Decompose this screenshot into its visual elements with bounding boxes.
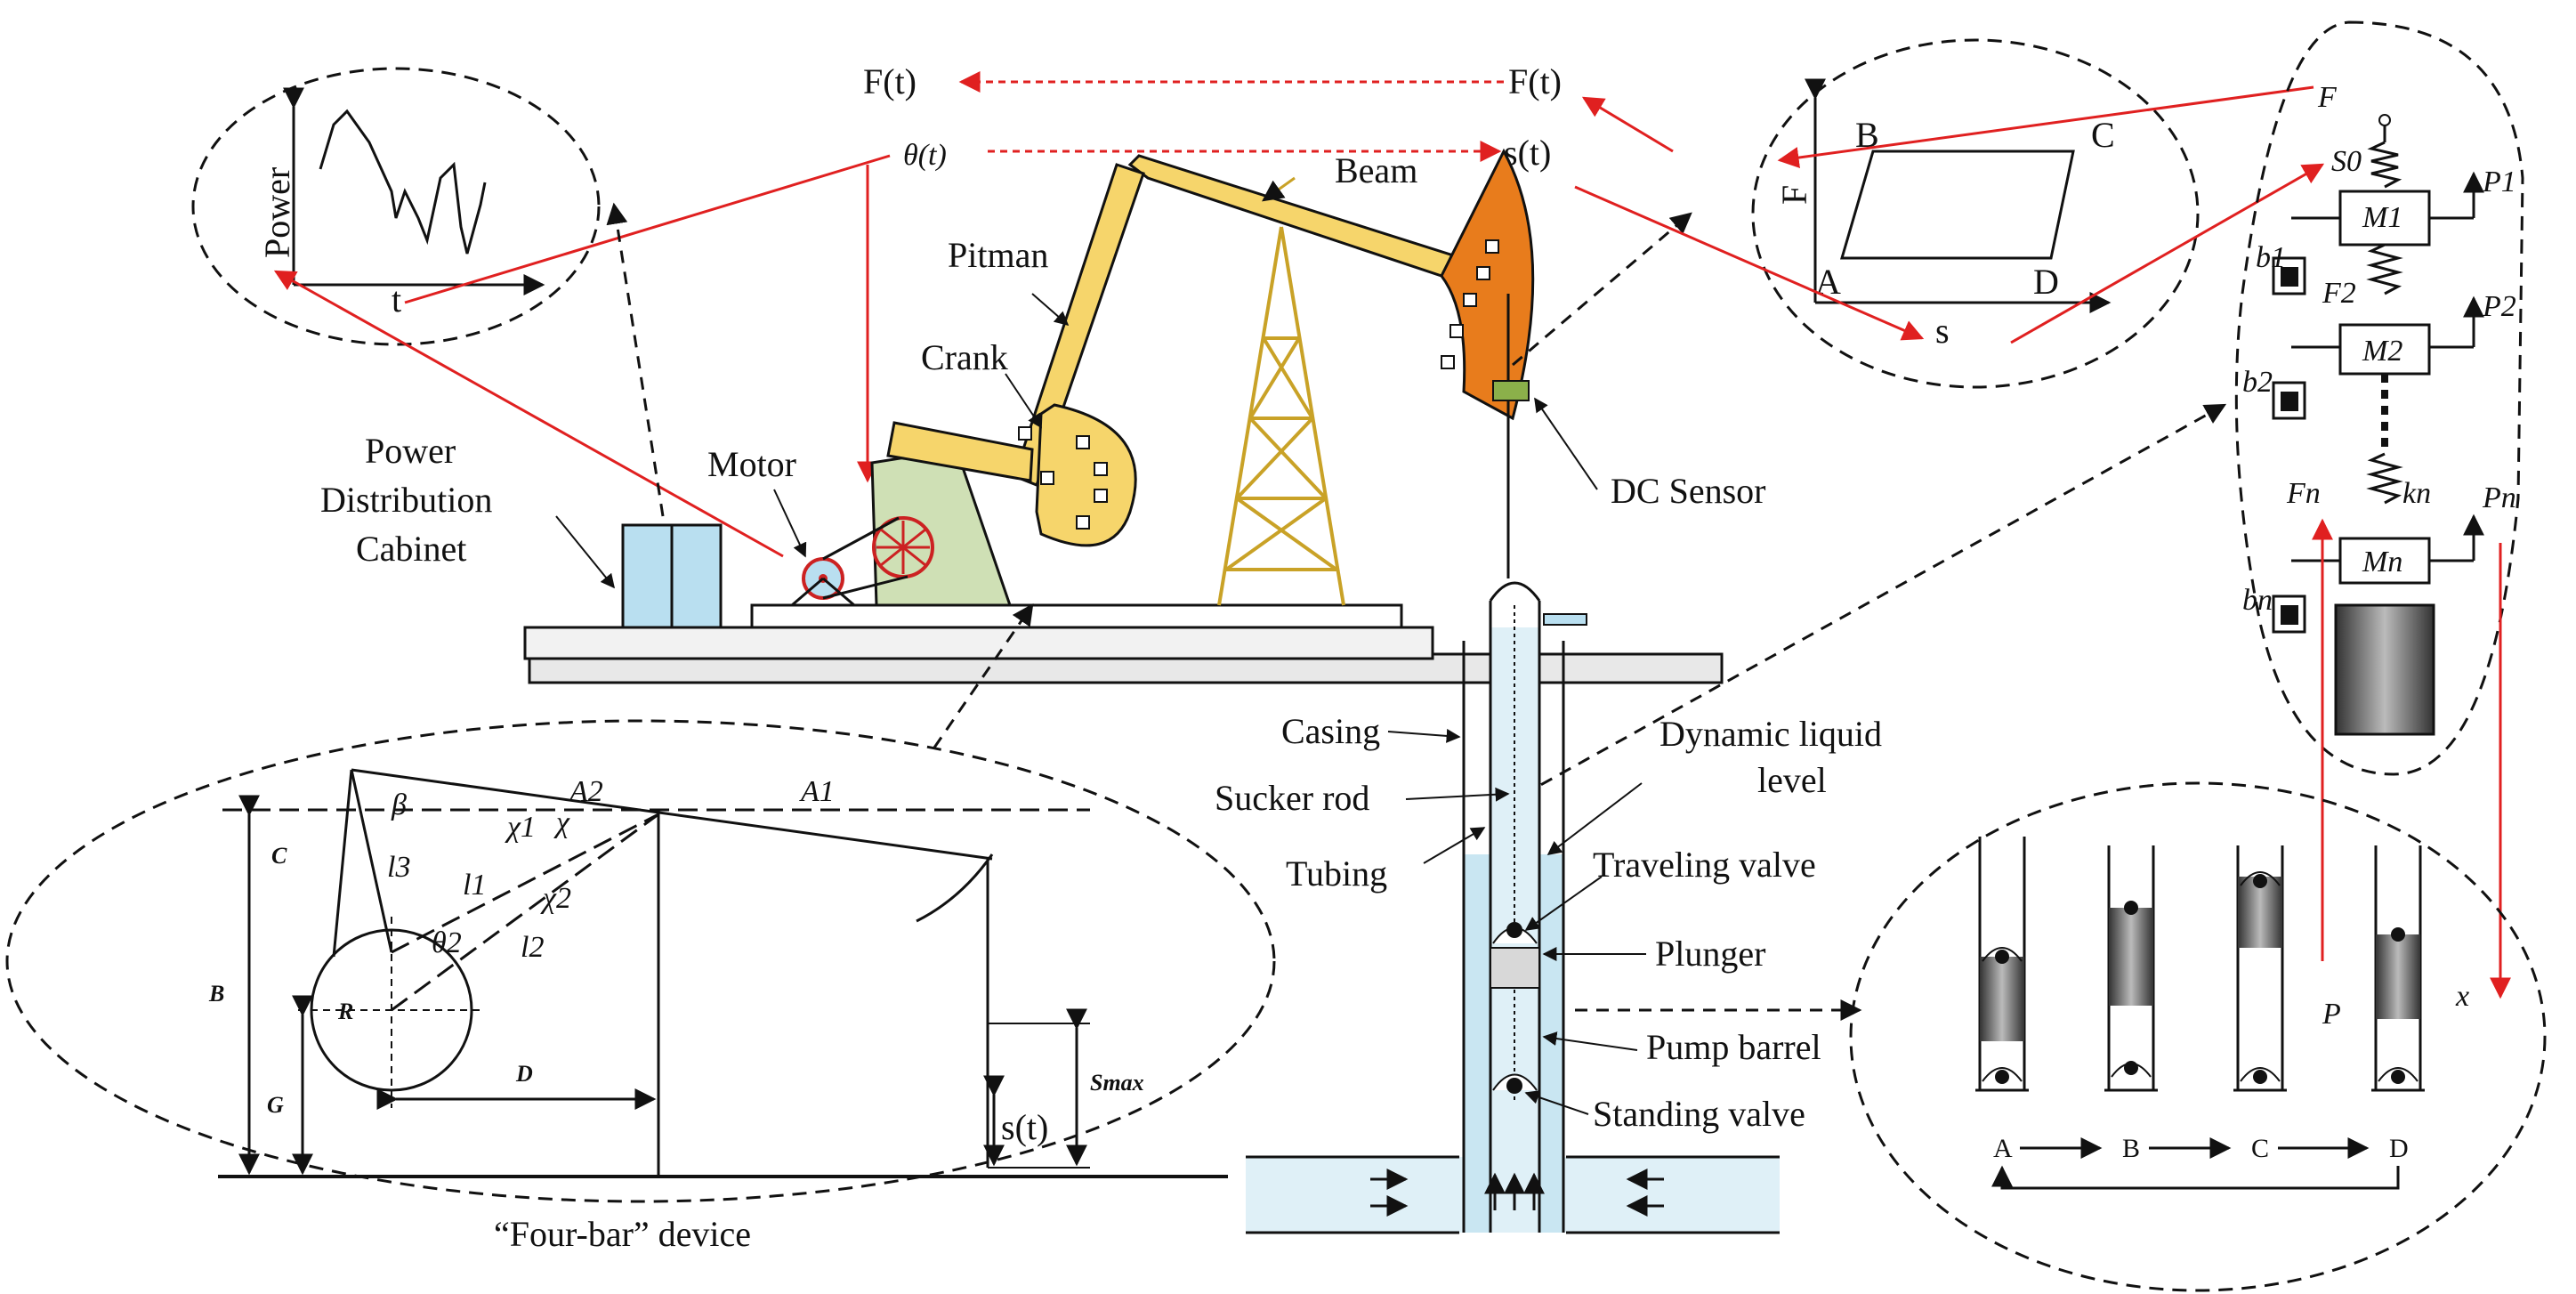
time-to-theta-line	[404, 154, 891, 304]
f-t-right-label: F(t)	[1508, 61, 1562, 101]
ms-label-f2: F2	[2322, 277, 2356, 310]
dynacard-x-label: s	[1935, 311, 1950, 351]
ms-label-pn: Pn	[2482, 481, 2516, 514]
crank-arm	[886, 421, 1034, 482]
pump-state-c: C	[2251, 1134, 2269, 1163]
cabinet-label-2: Distribution	[320, 480, 492, 520]
label-g: G	[267, 1092, 284, 1118]
ms-label-mn: Mn	[2362, 546, 2402, 578]
label-r: R	[337, 999, 353, 1024]
beam-label: Beam	[1335, 150, 1417, 190]
motor-label: Motor	[707, 444, 796, 484]
label-chi1: χ1	[505, 811, 536, 844]
tubing-label: Tubing	[1286, 853, 1387, 894]
traveling-valve-label: Traveling valve	[1593, 845, 1816, 885]
label-chi2: χ2	[540, 882, 571, 915]
ms-label-p2: P2	[2482, 290, 2516, 323]
ms-label-m1: M1	[2362, 201, 2402, 234]
label-a1: A1	[799, 775, 835, 808]
pump-state-b: B	[2122, 1134, 2140, 1163]
pump-barrel-label: Pump barrel	[1646, 1027, 1821, 1067]
plunger	[1490, 947, 1540, 989]
casing-label: Casing	[1281, 711, 1380, 751]
ms-label-b1: b1	[2256, 241, 2286, 274]
f-t-left-label: F(t)	[863, 61, 917, 101]
ms-label-x: x	[2455, 980, 2469, 1013]
power-axis-label: Power	[257, 167, 297, 258]
ms-label-s0: S0	[2331, 145, 2362, 178]
theta-t-label: θ(t)	[903, 139, 947, 172]
dynamic-liquid-label-1: Dynamic liquid	[1659, 714, 1882, 754]
label-chi: χ	[553, 806, 570, 839]
ms-label-kn: kn	[2402, 477, 2431, 510]
label-a2: A2	[568, 775, 603, 808]
dynacard-y-label: F	[1774, 185, 1814, 205]
dc-sensor-label: DC Sensor	[1611, 471, 1765, 511]
cabinet-label-3: Cabinet	[356, 529, 466, 569]
pitman-label: Pitman	[948, 235, 1048, 275]
crank-label: Crank	[921, 337, 1008, 377]
dynacard-inset: F s A B C D	[1751, 38, 2200, 389]
point-c: C	[2091, 115, 2115, 155]
pump-state-d: D	[2389, 1134, 2409, 1163]
pump-state-a: A	[1993, 1134, 2013, 1163]
plunger-label: Plunger	[1655, 934, 1765, 974]
horsehead	[1440, 148, 1535, 421]
pump-states-inset: A B C D	[1849, 781, 2547, 1292]
mass-m2	[2338, 323, 2431, 376]
dynamic-liquid-label-2: level	[1757, 760, 1827, 800]
label-b: B	[208, 981, 224, 1007]
label-theta2: θ2	[432, 926, 462, 959]
motor-to-power-arrow	[273, 270, 784, 558]
ms-label-fn: Fn	[2286, 477, 2321, 510]
point-a: A	[1815, 262, 1841, 302]
ms-label-f: F	[2317, 81, 2338, 114]
cabinet-left	[621, 523, 674, 629]
counterweight	[1035, 403, 1137, 547]
time-axis-label: t	[392, 279, 401, 319]
ms-label-p1: P1	[2482, 166, 2516, 198]
label-l1: l1	[463, 869, 486, 902]
power-curve-inset: Power t	[191, 67, 601, 346]
sucker-rod-label: Sucker rod	[1215, 778, 1369, 818]
dc-sensor	[1492, 380, 1530, 401]
wellbore	[1246, 581, 1780, 1234]
label-l2: l2	[521, 931, 544, 964]
ms-label-b2: b2	[2242, 366, 2273, 399]
label-d: D	[515, 1061, 533, 1087]
cabinet-label-1: Power	[365, 431, 456, 471]
label-smax: Smax	[1090, 1070, 1144, 1096]
point-d: D	[2033, 262, 2059, 302]
mass-spring-inset: F S0 P1 P2 Pn M1 M2 Mn b1 b2 bn F2 Fn kn	[2234, 20, 2524, 776]
pumpjack	[523, 148, 1724, 684]
cabinet-right	[670, 523, 723, 629]
four-bar-caption: “Four-bar” device	[494, 1214, 751, 1254]
pump-barrel-detail	[2334, 603, 2435, 736]
label-beta: β	[391, 789, 407, 821]
label-s-t: s(t)	[1001, 1107, 1048, 1147]
standing-valve-label: Standing valve	[1593, 1094, 1805, 1134]
ms-label-bn: bn	[2242, 584, 2273, 617]
ms-label-p: P	[2322, 998, 2341, 1031]
label-c: C	[271, 843, 287, 869]
four-bar-inset: A2 A1 C B G R D l3 l1 l2 χ1 χ χ2 β θ2 Sm…	[5, 719, 1276, 1254]
label-l3: l3	[387, 851, 410, 884]
ms-label-m2: M2	[2362, 335, 2402, 368]
samson-post	[1217, 226, 1345, 606]
